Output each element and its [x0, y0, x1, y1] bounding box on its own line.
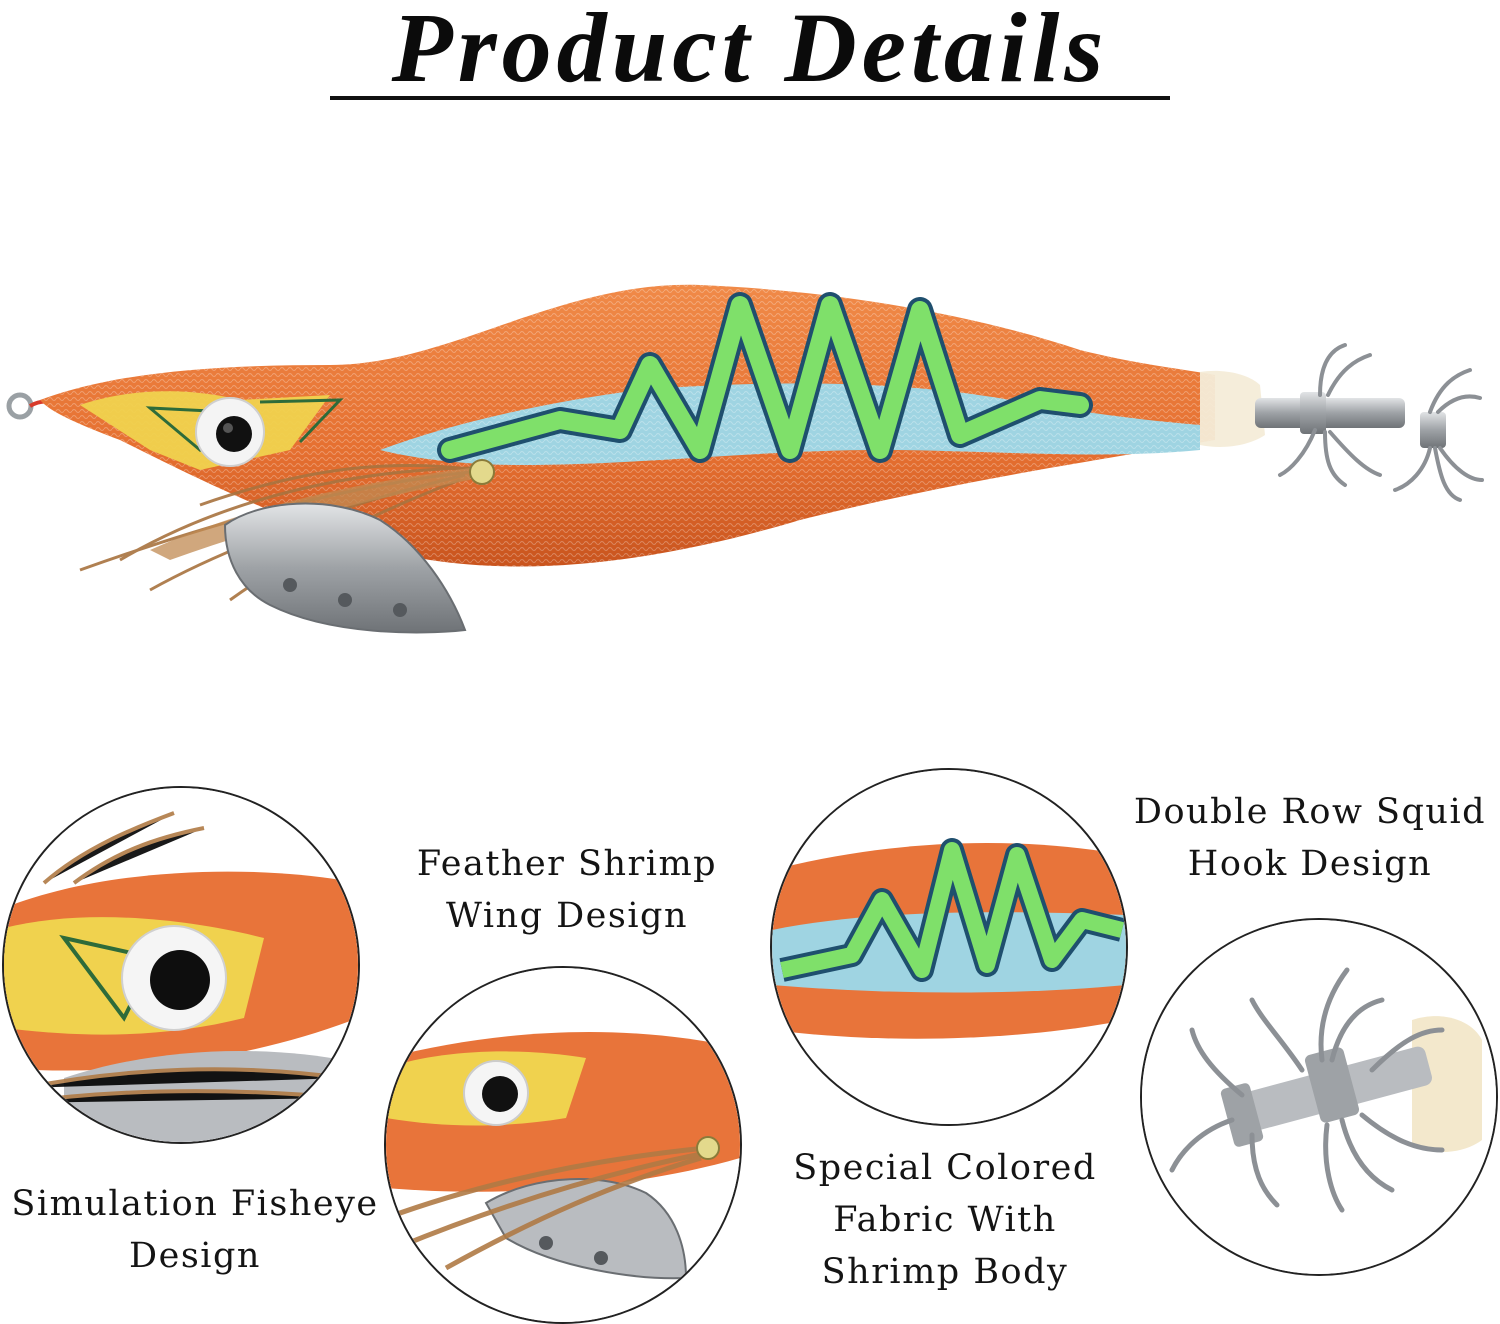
squid-hook-closeup-image — [1140, 918, 1498, 1276]
feather-wing-closeup-image — [384, 966, 742, 1324]
squid-jig-lure-image — [0, 150, 1500, 710]
fisheye-closeup-icon — [4, 788, 358, 1142]
fabric-pattern-closeup-image — [770, 768, 1128, 1126]
feather-wing-closeup-icon — [386, 968, 740, 1322]
fabric-label-line2: Fabric With — [833, 1200, 1057, 1240]
fabric-pattern-closeup-icon — [772, 770, 1126, 1124]
feather-label-line2: Wing Design — [445, 896, 688, 936]
fabric-feature-label: Special Colored Fabric With Shrimp Body — [770, 1142, 1120, 1298]
title-underline — [330, 96, 1170, 100]
fisheye-label-line2: Design — [129, 1236, 261, 1276]
page-title: Product Details — [391, 0, 1109, 103]
fisheye-label-line1: Simulation Fisheye — [11, 1184, 379, 1224]
hook-label-line2: Hook Design — [1187, 844, 1433, 884]
fisheye-closeup-image — [2, 786, 360, 1144]
feather-feature-label: Feather Shrimp Wing Design — [392, 838, 742, 942]
fisheye-feature-label: Simulation Fisheye Design — [0, 1178, 390, 1282]
fabric-label-line1: Special Colored — [793, 1148, 1097, 1188]
squid-hook-closeup-icon — [1142, 920, 1496, 1274]
fabric-label-line3: Shrimp Body — [821, 1252, 1069, 1292]
hook-label-line1: Double Row Squid — [1133, 792, 1487, 832]
squid-jig-lure-icon — [6, 284, 1484, 634]
feather-label-line1: Feather Shrimp — [416, 844, 718, 884]
hook-feature-label: Double Row Squid Hook Design — [1120, 786, 1500, 890]
